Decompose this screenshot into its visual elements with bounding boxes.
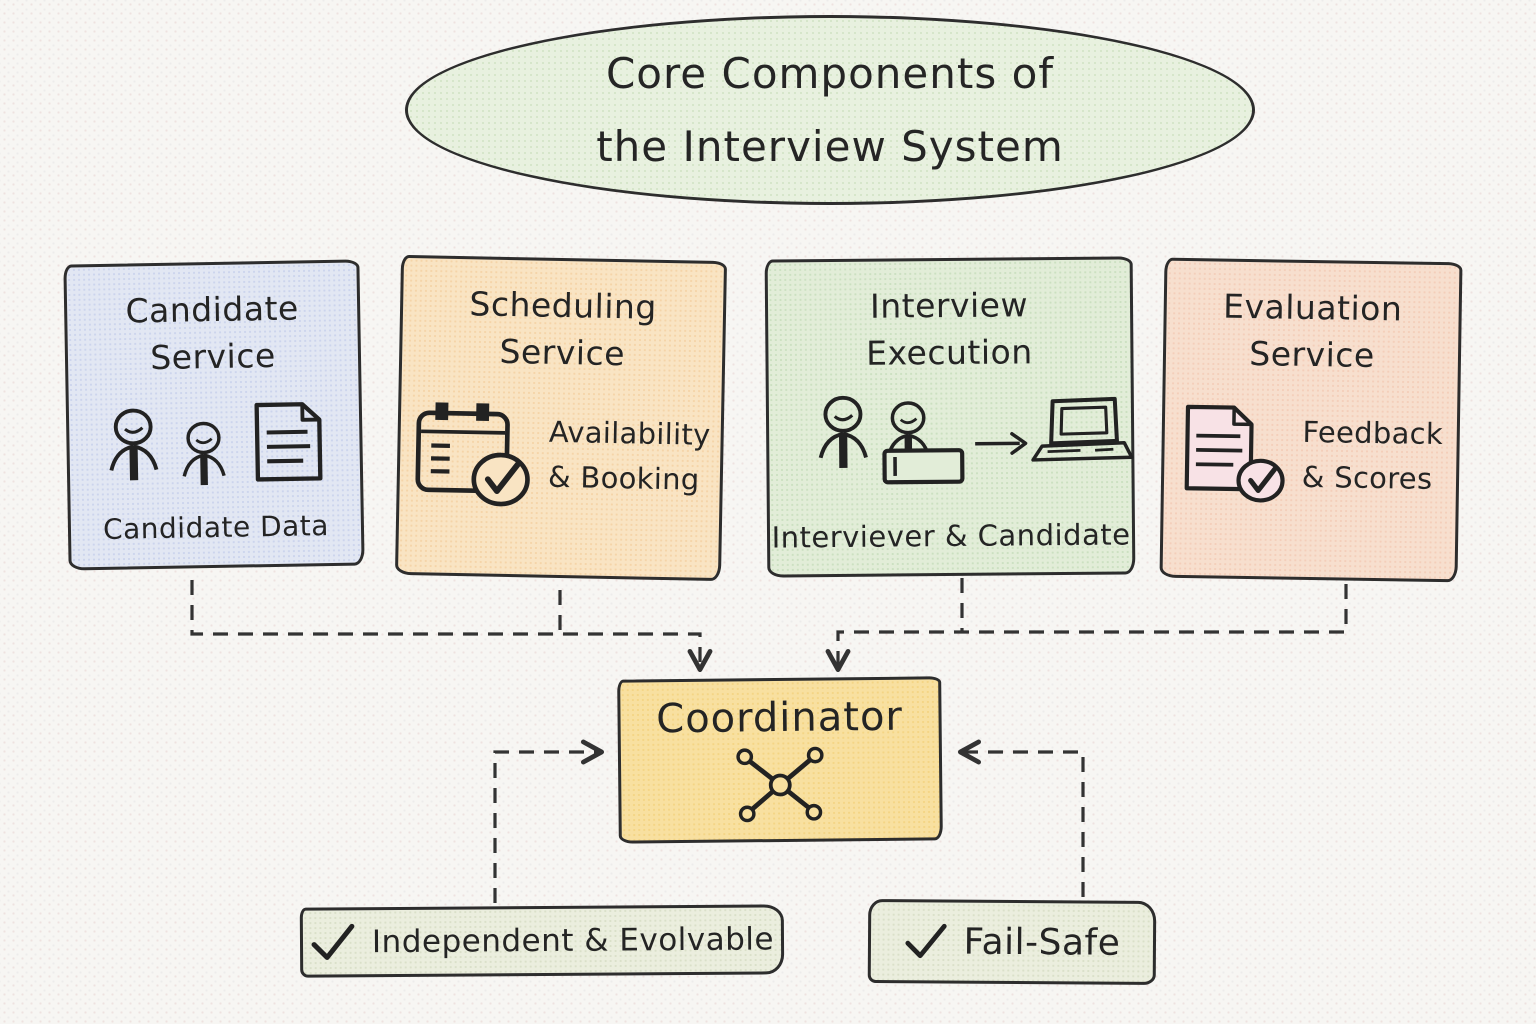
candidate-service-title: Candidate Service [125, 288, 300, 377]
check-icon [905, 923, 947, 959]
scheduling-detail: Availability & Booking [409, 396, 711, 514]
scheduling-detail-text: Availability & Booking [547, 414, 711, 497]
hub-icon [736, 746, 824, 823]
connector-evaluation-to-coordinator [825, 584, 1348, 673]
candidate-icons [101, 399, 328, 487]
node-candidate-service: Candidate Service [63, 259, 365, 571]
node-interview-execution: Interview Execution [764, 256, 1136, 578]
document-check-icon [1184, 404, 1285, 503]
interview-execution-title: Interview Execution [866, 285, 1033, 373]
node-evaluation-service: Evaluation Service Feedback & Scores [1159, 257, 1463, 583]
device-icon [882, 447, 965, 485]
document-icon [254, 401, 323, 482]
calendar-check-icon [415, 402, 530, 507]
badge-independent-evolvable: Independent & Evolvable [299, 904, 785, 978]
diagram-title-ellipse: Core Components of the Interview System [405, 15, 1255, 205]
diagram-title-line-1: Core Components of [605, 49, 1055, 98]
badge-fail-safe: Fail-Safe [867, 898, 1157, 986]
person-icon [109, 408, 159, 481]
evaluation-service-title: Evaluation Service [1222, 286, 1403, 375]
laptop-icon [1031, 396, 1134, 462]
diagram-title-line-2: the Interview System [596, 122, 1064, 171]
badge-fail-safe-label: Fail-Safe [963, 921, 1121, 964]
arrow-right-icon [975, 431, 1028, 455]
scheduling-service-title: Scheduling Service [469, 284, 658, 374]
person-icon [818, 395, 868, 468]
node-coordinator: Coordinator [617, 676, 943, 844]
connector-badge1-to-coordinator [493, 739, 605, 903]
person-icon [182, 421, 226, 485]
connector-badge2-to-coordinator [957, 739, 1085, 897]
coordinator-label: Coordinator [656, 693, 904, 743]
check-icon [311, 923, 355, 961]
evaluation-detail-text: Feedback & Scores [1301, 414, 1444, 496]
evaluation-detail: Feedback & Scores [1177, 401, 1443, 509]
badge-independent-evolvable-label: Independent & Evolvable [371, 921, 775, 961]
connector-candidate-to-coordinator [190, 580, 713, 673]
candidate-service-caption: Candidate Data [102, 508, 330, 546]
node-scheduling-service: Scheduling Service Availability & Bookin… [394, 254, 728, 582]
interview-execution-caption: Interviever & Candidate [771, 517, 1131, 555]
interview-icons [785, 389, 1134, 502]
